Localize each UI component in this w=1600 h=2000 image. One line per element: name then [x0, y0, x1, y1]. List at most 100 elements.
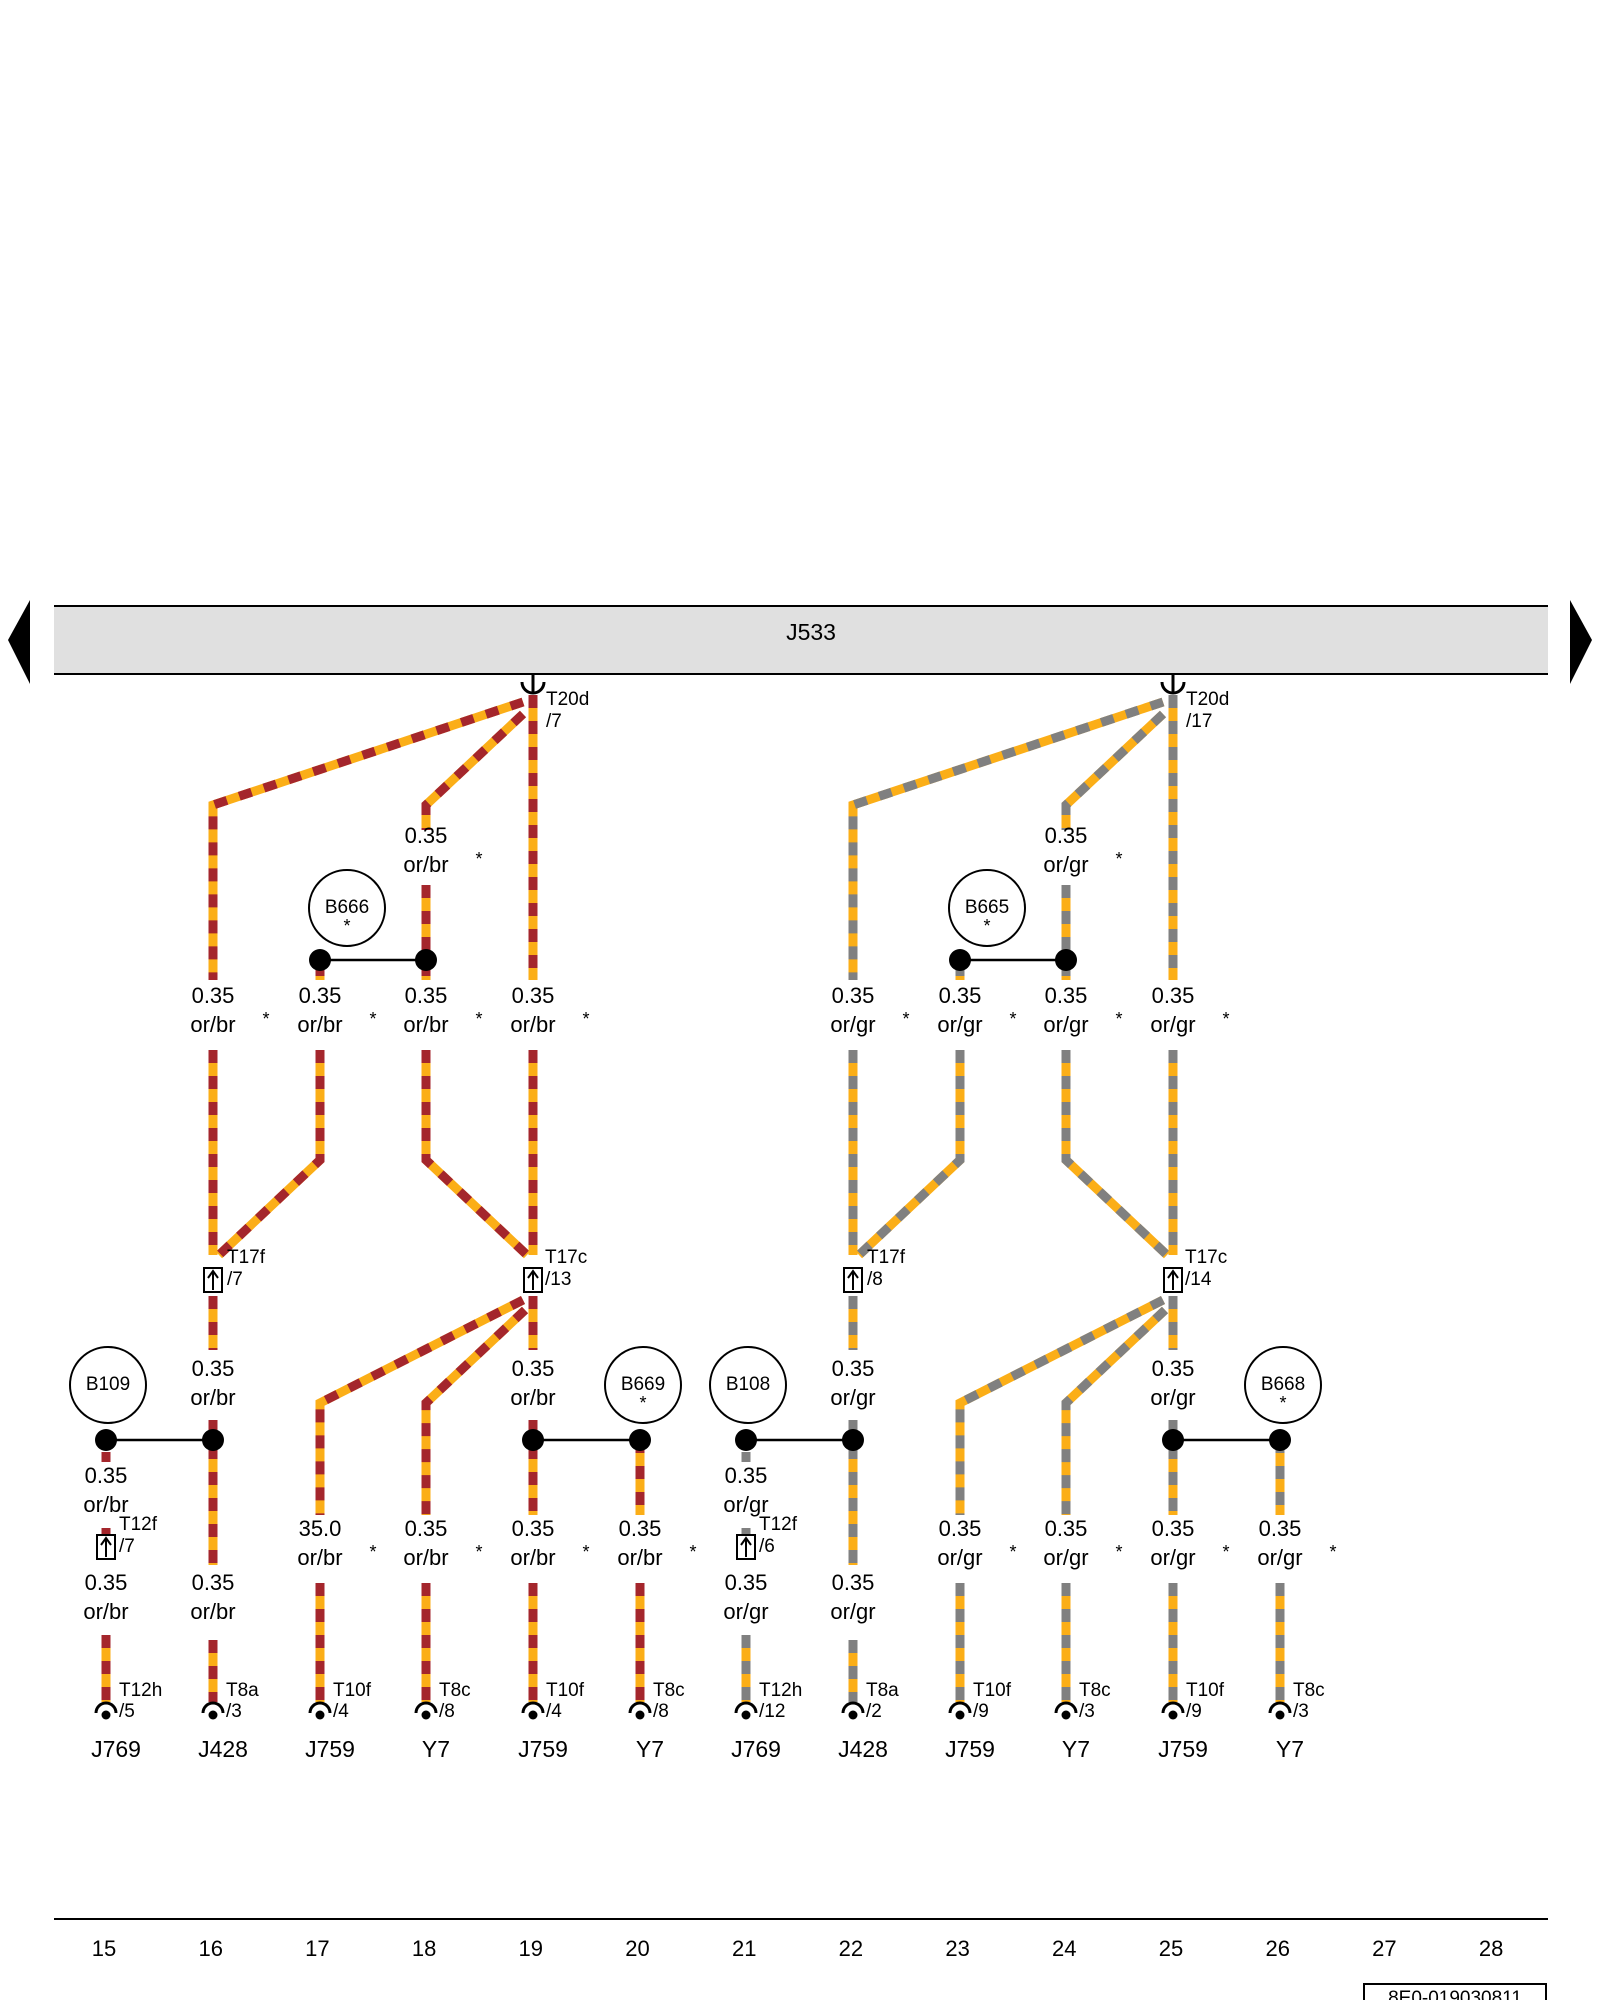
- wire-fan-left[interactable]: [955, 1295, 1166, 1515]
- wire-star: *: [1329, 1542, 1336, 1562]
- terminal-pin-icon[interactable]: [1061, 1710, 1071, 1720]
- wire-color-label: or/br: [190, 1599, 235, 1624]
- connector-code: T17f: [227, 1247, 266, 1268]
- component-label: Y7: [1062, 1736, 1090, 1762]
- wire-gauge-label: 0.35: [405, 983, 448, 1008]
- terminal-pin-icon[interactable]: [528, 1710, 538, 1720]
- column-number: 15: [92, 1936, 116, 1961]
- splice-label: B665: [965, 897, 1009, 918]
- wire-fan-right-stripe: [1061, 1306, 1169, 1515]
- wire-star: *: [689, 1542, 696, 1562]
- top-connector-socket-icon: [1160, 681, 1186, 695]
- connector-pin: /13: [545, 1269, 571, 1290]
- wire-color-label: or/br: [510, 1012, 555, 1037]
- terminal-pin-icon[interactable]: [955, 1710, 965, 1720]
- splice-circle[interactable]: [948, 869, 1026, 947]
- terminal-pin-icon[interactable]: [741, 1710, 751, 1720]
- module-label: J533: [786, 619, 836, 645]
- connector-code: T17c: [1185, 1247, 1227, 1268]
- mark-layer: [8, 600, 1592, 2000]
- component-label: J759: [305, 1736, 355, 1762]
- splice-star: *: [983, 916, 990, 936]
- splice-circle[interactable]: [308, 869, 386, 947]
- wire-gauge-label: 0.35: [512, 983, 555, 1008]
- wire-mid-2-stripe: [855, 1050, 965, 1259]
- splice-circle[interactable]: [1244, 1346, 1322, 1424]
- wire-top-left-stripe: [208, 697, 525, 980]
- wire-mid-2[interactable]: [215, 1050, 325, 1259]
- column-number: 21: [732, 1936, 756, 1961]
- wire-gauge-label: 0.35: [1045, 983, 1088, 1008]
- column-number: 27: [1372, 1936, 1396, 1961]
- terminal-socket-icon: [201, 1701, 225, 1714]
- terminal-pin: /5: [119, 1701, 135, 1722]
- connector-arrow-icon: [527, 1269, 539, 1279]
- splice-circle[interactable]: [604, 1346, 682, 1424]
- wire-gauge-label: 0.35: [1045, 1516, 1088, 1541]
- component-label: J428: [838, 1736, 888, 1762]
- wire-star: *: [369, 1542, 376, 1562]
- wire-star: *: [475, 849, 482, 869]
- terminal-code: T8c: [439, 1680, 471, 1701]
- doc-number: 8E0-019030811: [1388, 1988, 1522, 2000]
- column-number: 25: [1159, 1936, 1183, 1961]
- terminal-pin: /3: [1293, 1701, 1309, 1722]
- wire-color-label: or/gr: [937, 1545, 982, 1570]
- terminal-code: T10f: [333, 1680, 372, 1701]
- terminal-pin-icon[interactable]: [208, 1710, 218, 1720]
- wire-gauge-label: 0.35: [512, 1516, 555, 1541]
- wire-fan-left[interactable]: [315, 1295, 526, 1515]
- wire-gauge-label: 0.35: [1152, 1356, 1195, 1381]
- terminal-pin: /3: [1079, 1701, 1095, 1722]
- terminal-socket-icon: [414, 1701, 438, 1714]
- splice-circle[interactable]: [709, 1346, 787, 1424]
- column-number: 28: [1479, 1936, 1503, 1961]
- component-label: J769: [731, 1736, 781, 1762]
- splice-star: *: [343, 916, 350, 936]
- next-page-arrow-icon[interactable]: [1570, 600, 1592, 684]
- terminal-pin-icon[interactable]: [635, 1710, 645, 1720]
- splice-point: [949, 949, 971, 971]
- terminal-pin: /12: [759, 1701, 785, 1722]
- wire-mid-2[interactable]: [855, 1050, 965, 1259]
- prev-page-arrow-icon[interactable]: [8, 600, 30, 684]
- splice-star: *: [1279, 1393, 1286, 1413]
- terminal-pin-icon[interactable]: [421, 1710, 431, 1720]
- connector-pin: /14: [1185, 1269, 1212, 1290]
- wire-mid-3[interactable]: [1061, 1050, 1171, 1259]
- column-number: 23: [945, 1936, 969, 1961]
- component-label: Y7: [422, 1736, 450, 1762]
- splice-point: [522, 1429, 544, 1451]
- column-number: 22: [839, 1936, 863, 1961]
- wire-color-label: or/br: [403, 1545, 448, 1570]
- wire-gauge-label: 0.35: [512, 1356, 555, 1381]
- splice-label: B109: [86, 1374, 130, 1395]
- module-j533[interactable]: [54, 606, 1548, 674]
- column-number: 20: [625, 1936, 649, 1961]
- top-connector-pin: /17: [1186, 711, 1212, 732]
- splice-circle[interactable]: [69, 1346, 147, 1424]
- terminal-pin-icon[interactable]: [848, 1710, 858, 1720]
- wire-color-label: or/gr: [830, 1599, 875, 1624]
- component-label: Y7: [1276, 1736, 1304, 1762]
- connector-arrow-icon: [1167, 1269, 1179, 1279]
- splice-label: B108: [726, 1374, 770, 1395]
- terminal-socket-icon: [948, 1701, 972, 1714]
- terminal-pin-icon[interactable]: [315, 1710, 325, 1720]
- connector-pin: /8: [867, 1269, 883, 1290]
- wire-color-label: or/gr: [830, 1385, 875, 1410]
- terminal-pin-icon[interactable]: [101, 1710, 111, 1720]
- connector-arrow-icon: [100, 1536, 112, 1546]
- splice-point: [95, 1429, 117, 1451]
- component-label: J759: [1158, 1736, 1208, 1762]
- wire-star: *: [582, 1009, 589, 1029]
- terminal-pin-icon[interactable]: [1275, 1710, 1285, 1720]
- wire-mid-3[interactable]: [421, 1050, 531, 1259]
- terminal-code: T8a: [866, 1680, 899, 1701]
- terminal-code: T10f: [1186, 1680, 1225, 1701]
- terminal-pin: /9: [973, 1701, 989, 1722]
- wire-gauge-label: 0.35: [832, 1356, 875, 1381]
- terminal-pin-icon[interactable]: [1168, 1710, 1178, 1720]
- wire-color-label: or/br: [403, 852, 448, 877]
- wire-gauge-label: 0.35: [405, 1516, 448, 1541]
